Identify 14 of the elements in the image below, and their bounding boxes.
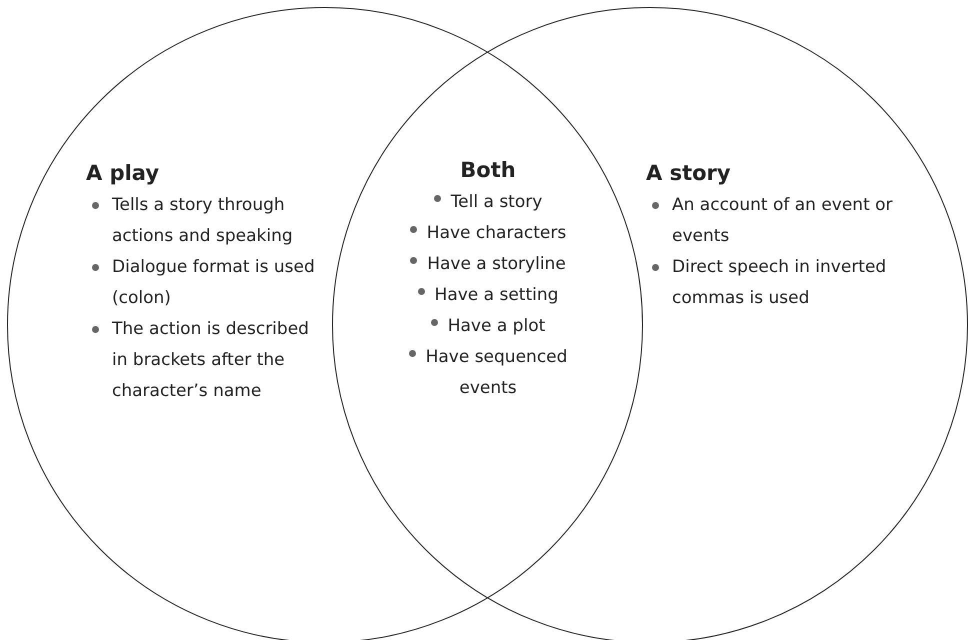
list-item: Have a setting — [434, 285, 558, 305]
list-item: Have a storyline — [427, 254, 566, 274]
list-item: Tells a story through actions and speaking — [112, 194, 294, 248]
list-item: Have characters — [426, 223, 566, 243]
list-item: An account of an event or events — [672, 194, 894, 248]
circle-heading: A play — [86, 160, 160, 187]
list-item: The action is described in brackets after the character’s name — [112, 318, 310, 403]
overlap-heading: Both — [460, 157, 516, 184]
circle-heading: A story — [646, 160, 731, 187]
list-item: Have sequenced events — [426, 347, 568, 398]
list-item: Direct speech in inverted commas is used — [672, 256, 888, 310]
list-item: Dialogue format is used (colon) — [112, 256, 316, 310]
list-item: Tell a story — [450, 192, 542, 212]
list-item: Have a plot — [448, 316, 546, 336]
